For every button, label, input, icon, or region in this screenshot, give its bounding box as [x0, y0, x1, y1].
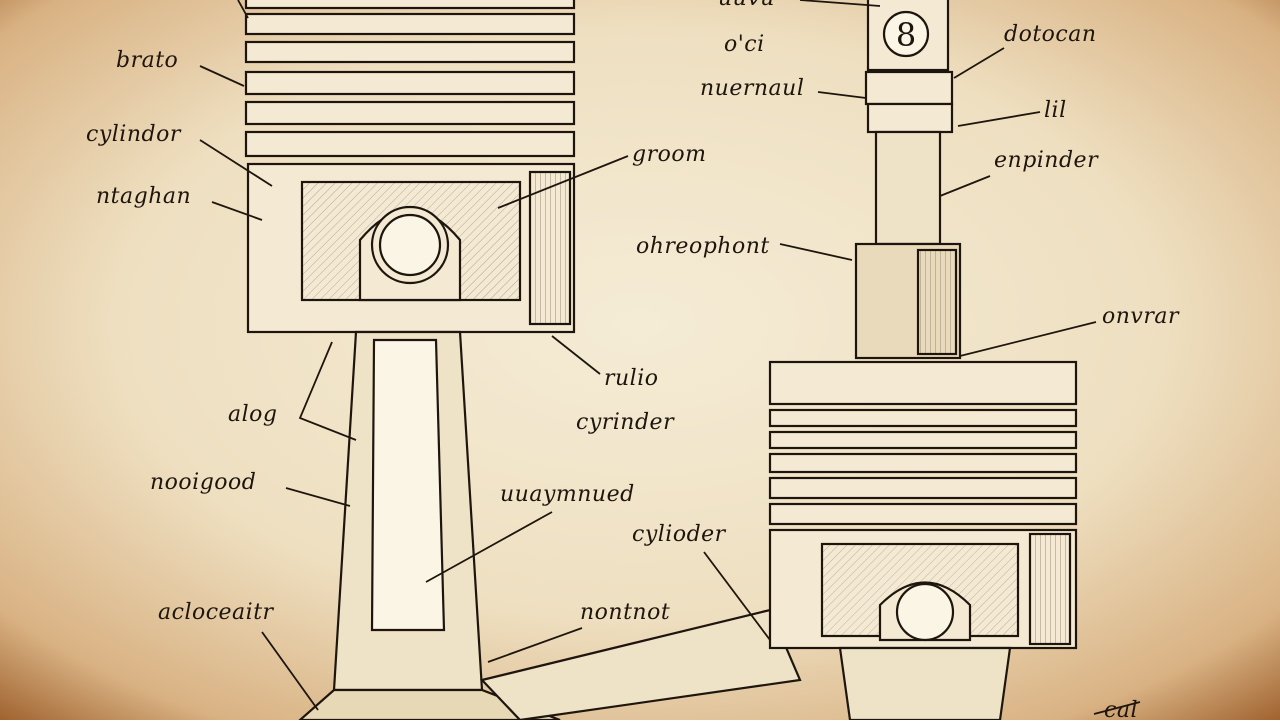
label-nontnot: nontnot — [580, 600, 671, 625]
label-alog: alog — [228, 402, 278, 427]
label-ohreephont: ohreophont — [636, 234, 770, 259]
label-groom: groom — [632, 142, 707, 167]
label-ochi: o'ci — [724, 32, 765, 57]
right-assembly — [703, 0, 1141, 720]
label-ntaghan: ntaghan — [96, 184, 192, 209]
label-brato: brato — [116, 48, 179, 73]
label-nooigood: nooigood — [150, 470, 257, 495]
rod-number-badge: 8 — [896, 16, 916, 54]
label-lil: lil — [1044, 98, 1067, 123]
label-top-cut: uuvu — [718, 0, 775, 11]
label-cal: cal — [1104, 698, 1138, 723]
label-nuernal: nuernaul — [700, 76, 805, 101]
label-rulio: rulio — [604, 366, 659, 391]
label-enpinder: enpinder — [994, 148, 1099, 173]
label-onvrar: onvrar — [1102, 304, 1179, 329]
label-cyrinder: cyrinder — [576, 410, 675, 435]
label-cylioder: cylioder — [632, 522, 726, 547]
left-assembly — [199, 0, 802, 720]
label-acloceaiur: acloceaitr — [158, 600, 274, 625]
label-uuaymnued: uuaymnued — [500, 482, 635, 507]
label-dotocan: dotocan — [1004, 22, 1097, 47]
label-cylinder-a: cylindor — [86, 122, 181, 147]
